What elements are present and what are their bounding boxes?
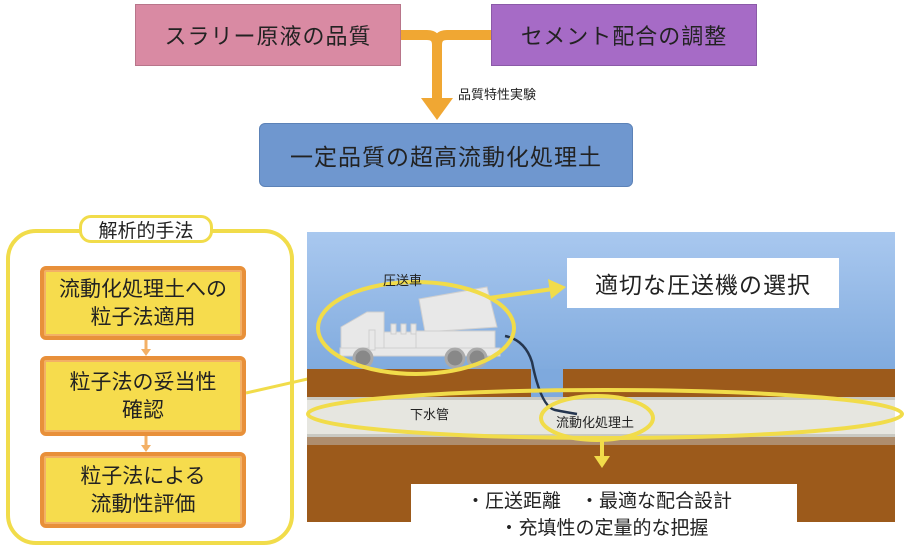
connector-line (245, 376, 313, 395)
pump-truck (339, 286, 501, 357)
fluidized-soil-box: 一定品質の超高流動化処理土 (259, 123, 633, 187)
slurry-quality-box: スラリー原液の品質 (135, 4, 401, 66)
truck-label: 圧送車 (383, 274, 423, 289)
result-line-2: ・充填性の定量的な把握 (499, 517, 709, 539)
machine-selection-box: 適切な圧送機の選択 (567, 258, 839, 308)
pump-hose (504, 334, 578, 416)
fluid-label: 流動化処理土 (556, 416, 635, 431)
truck-highlight (316, 280, 516, 376)
quality-test-label: 品質特性実験 (458, 88, 537, 103)
pipe-label: 下水管 (410, 408, 450, 423)
results-box: ・圧送距離 ・最適な配合設計 ・充填性の定量的な把握 (411, 484, 797, 546)
result-line-1: ・圧送距離 ・最適な配合設計 (465, 490, 732, 513)
fluid-highlight (539, 394, 655, 442)
merge-arrow (401, 30, 491, 58)
step-validation: 粒子法の妥当性 確認 (40, 356, 246, 436)
step-flow-evaluation: 粒子法による 流動性評価 (40, 452, 246, 528)
cement-mix-box: セメント配合の調整 (491, 4, 757, 66)
step-particle-method: 流動化処理土への 粒子法適用 (40, 266, 246, 340)
down-arrow-head (421, 98, 453, 120)
machine-arrow (488, 287, 554, 300)
down-arrow-shaft (432, 45, 442, 100)
analysis-title: 解析的手法 (79, 215, 213, 243)
